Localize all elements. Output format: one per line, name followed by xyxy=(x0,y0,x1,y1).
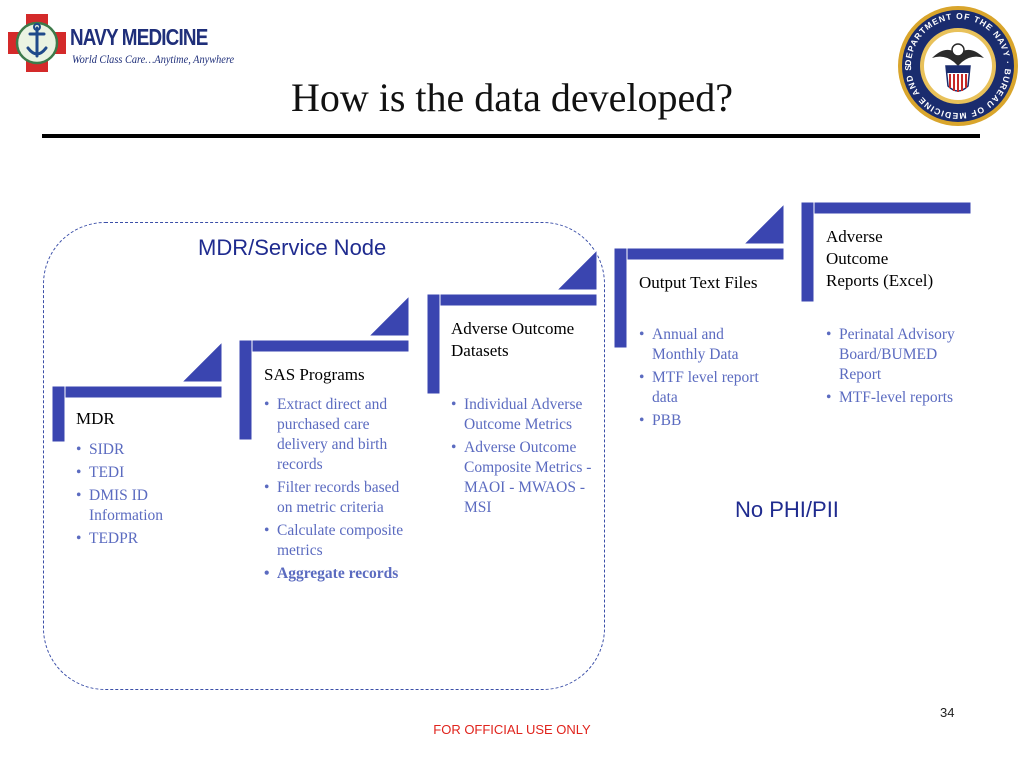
region-label: MDR/Service Node xyxy=(198,235,387,260)
list-item: MTF-level reports xyxy=(826,388,961,408)
step-shape xyxy=(238,294,410,441)
mdr-service-node-region xyxy=(43,222,605,690)
bumed-seal-icon: DEPARTMENT OF THE NAVY · BUREAU OF MEDIC… xyxy=(896,4,1018,126)
footer-classification: FOR OFFICIAL USE ONLY xyxy=(433,722,591,737)
list-item: Annual and Monthly Data xyxy=(639,325,774,365)
step-list-output-text-files: Annual and Monthly Data MTF level report… xyxy=(639,325,774,434)
slide-title: How is the data developed? xyxy=(290,75,734,120)
list-item: SIDR xyxy=(76,440,216,460)
step-list-mdr: SIDR TEDI DMIS ID Information TEDPR xyxy=(76,440,216,552)
title-divider xyxy=(42,134,980,138)
list-item: TEDPR xyxy=(76,529,216,549)
list-item: Individual Adverse Outcome Metrics xyxy=(451,395,593,435)
step-shape xyxy=(800,201,972,303)
no-phi-pii-note: No PHI/PII xyxy=(735,497,839,522)
list-item: Adverse Outcome Composite Metrics - MAOI… xyxy=(451,438,593,518)
list-item: Calculate composite metrics xyxy=(264,521,406,561)
step-title-mdr: MDR xyxy=(76,409,115,428)
step-shape xyxy=(613,202,785,349)
navy-medicine-logo-icon xyxy=(8,14,66,72)
logo-tagline: World Class Care…Anytime, Anywhere xyxy=(72,52,235,66)
list-item: TEDI xyxy=(76,463,216,483)
list-item: Extract direct and purchased care delive… xyxy=(264,395,406,475)
step-title-adverse-outcome-datasets: Adverse Outcome Datasets xyxy=(451,319,575,360)
step-list-sas-programs: Extract direct and purchased care delive… xyxy=(264,395,406,587)
list-item: MTF level report data xyxy=(639,368,774,408)
list-item: Aggregate records xyxy=(264,564,406,584)
step-shape xyxy=(426,248,598,395)
list-item: Perinatal Advisory Board/BUMED Report xyxy=(826,325,961,385)
list-item: PBB xyxy=(639,411,774,431)
list-item: Filter records based on metric criteria xyxy=(264,478,406,518)
step-shape xyxy=(51,340,223,443)
step-title-adverse-outcome-reports: Adverse Outcome Reports (Excel) xyxy=(826,227,934,290)
page-number: 34 xyxy=(940,705,955,720)
step-list-adverse-outcome-reports: Perinatal Advisory Board/BUMED Report MT… xyxy=(826,325,961,411)
step-list-adverse-outcome-datasets: Individual Adverse Outcome Metrics Adver… xyxy=(451,395,593,521)
step-title-output-text-files: Output Text Files xyxy=(639,273,758,292)
step-title-sas-programs: SAS Programs xyxy=(264,365,365,384)
list-item: DMIS ID Information xyxy=(76,486,216,526)
logo-name: NAVY MEDICINE xyxy=(70,24,208,50)
